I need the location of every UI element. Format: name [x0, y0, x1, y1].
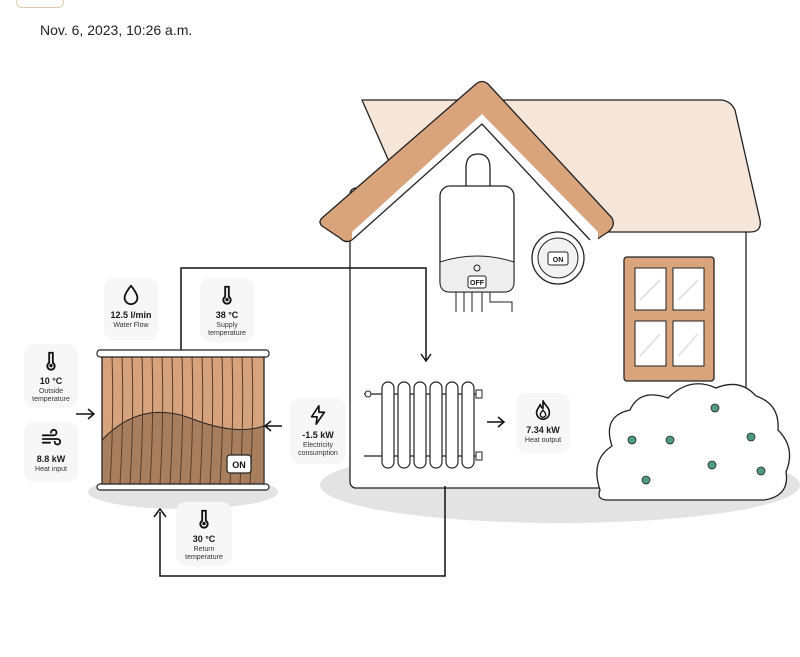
piping: [76, 267, 506, 577]
thermostat-status-badge: [547, 251, 569, 266]
heat-output-value: 7.34 kW: [526, 425, 560, 435]
electricity-consumption-card: -1.5 kW Electricity consumption: [290, 398, 346, 464]
thermometer-icon: [199, 509, 209, 529]
water-flow-label: Water Flow: [113, 322, 149, 329]
boiler-status-text: OFF: [470, 280, 485, 287]
thermometer-icon: [222, 285, 232, 305]
electricity-consumption-label: Electricity consumption: [298, 442, 338, 457]
thermostat-status-text: ON: [553, 257, 564, 264]
return-temperature-card: 30 °C Return temperature: [176, 502, 232, 566]
heat-output-card: 7.34 kW Heat output: [516, 393, 570, 453]
radiator: [364, 381, 483, 469]
water-flow-value: 12.5 l/min: [110, 310, 152, 320]
flame-icon: [535, 400, 551, 420]
timestamp: Nov. 6, 2023, 10:26 a.m.: [40, 22, 193, 38]
boiler: OFF: [439, 153, 515, 312]
thermostat: ON: [531, 231, 585, 285]
house-window: [623, 256, 715, 382]
thermometer-icon: [46, 351, 56, 371]
heat-pump-unit[interactable]: ON: [96, 349, 270, 491]
water-flow-card: 12.5 l/min Water Flow: [104, 278, 158, 340]
supply-temperature-label: Supply temperature: [208, 322, 246, 337]
wind-icon: [41, 428, 62, 446]
outside-temperature-value: 10 °C: [39, 376, 63, 386]
boiler-status-badge: [467, 275, 487, 289]
outside-temperature-label: Outside temperature: [32, 388, 70, 403]
heat-input-card: 8.8 kW Heat input: [24, 422, 78, 482]
bush: [596, 383, 791, 501]
supply-temperature-value: 38 °C: [215, 310, 239, 320]
electricity-consumption-value: -1.5 kW: [302, 430, 334, 440]
heat-pump-status-badge: [226, 454, 252, 474]
heat-input-value: 8.8 kW: [36, 454, 66, 464]
return-temperature-value: 30 °C: [192, 534, 216, 544]
heat-output-label: Heat output: [524, 437, 562, 444]
heat-input-label: Heat input: [35, 466, 67, 473]
supply-temperature-card: 38 °C Supply temperature: [200, 278, 254, 342]
roof: [319, 80, 761, 246]
top-tab[interactable]: [16, 0, 64, 8]
lightning-icon: [310, 405, 326, 425]
outside-temperature-card: 10 °C Outside temperature: [24, 344, 78, 408]
heat-pump-status-text: ON: [232, 460, 246, 470]
water-drop-icon: [123, 284, 139, 306]
return-temperature-label: Return temperature: [185, 546, 223, 561]
